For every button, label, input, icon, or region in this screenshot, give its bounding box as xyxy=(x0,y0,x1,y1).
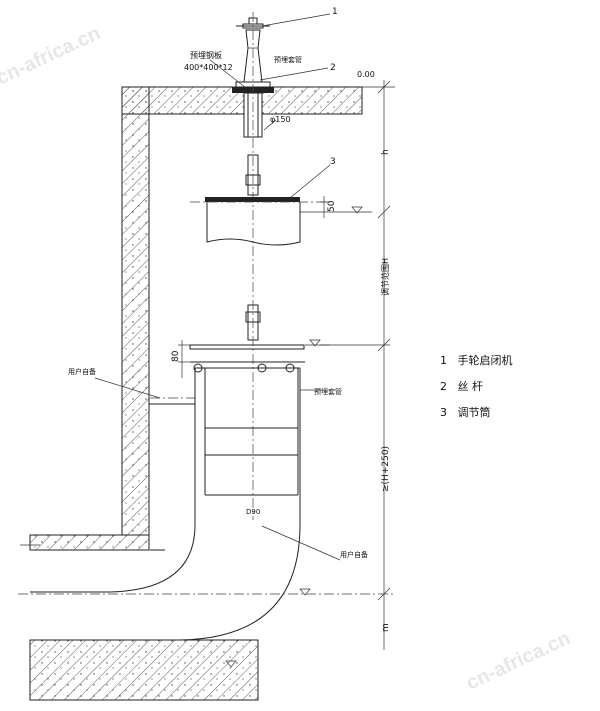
dimension-lines xyxy=(178,80,395,650)
elbow-pipe xyxy=(18,515,395,641)
svg-text:cn-africa.cn: cn-africa.cn xyxy=(0,22,104,89)
dim-50-label: 50 xyxy=(327,200,337,212)
dim-h250-label: ≥(H+250) xyxy=(381,446,391,492)
dim-80-label: 80 xyxy=(171,350,181,362)
callout-3: 3 xyxy=(330,157,336,167)
legend-item: 1 手轮启闭机 xyxy=(440,354,513,367)
concrete-structure xyxy=(29,86,363,701)
sleeve-top-label: 预埋套管 xyxy=(274,55,302,64)
elevation-zero: 0.00 xyxy=(357,70,375,79)
dim-h-label: h xyxy=(381,149,391,155)
dim-range-label: 调节范围H xyxy=(380,258,390,296)
legend: 1 手轮启闭机 2 丝 杆 3 调节筒 xyxy=(440,348,513,426)
user-supplied-right: 用户自备 xyxy=(340,550,368,559)
cylinder-housing xyxy=(149,344,305,515)
legend-item: 2 丝 杆 xyxy=(440,380,483,393)
callout-1: 1 xyxy=(332,7,338,17)
water-level-markers xyxy=(225,206,372,668)
d-label: D90 xyxy=(246,508,260,516)
screw-stem xyxy=(245,12,261,520)
diameter-label: φ150 xyxy=(270,115,291,124)
svg-text:cn-africa.cn: cn-africa.cn xyxy=(463,627,574,694)
drawing-labels: 1 2 3 预埋钢板 400*400*12 预埋套管 0.00 φ150 h 5… xyxy=(68,7,391,632)
plate-size-label: 400*400*12 xyxy=(184,63,233,72)
user-supplied-left: 用户自备 xyxy=(68,367,96,376)
callout-2: 2 xyxy=(330,63,336,73)
plate-name-label: 预埋钢板 xyxy=(190,50,222,60)
sleeve-mid-label: 预埋套管 xyxy=(314,387,342,396)
legend-item: 3 调节筒 xyxy=(440,406,491,419)
leader-lines xyxy=(94,13,341,561)
dim-m-label: m xyxy=(381,623,391,632)
adjusting-cylinder-top xyxy=(190,197,330,246)
